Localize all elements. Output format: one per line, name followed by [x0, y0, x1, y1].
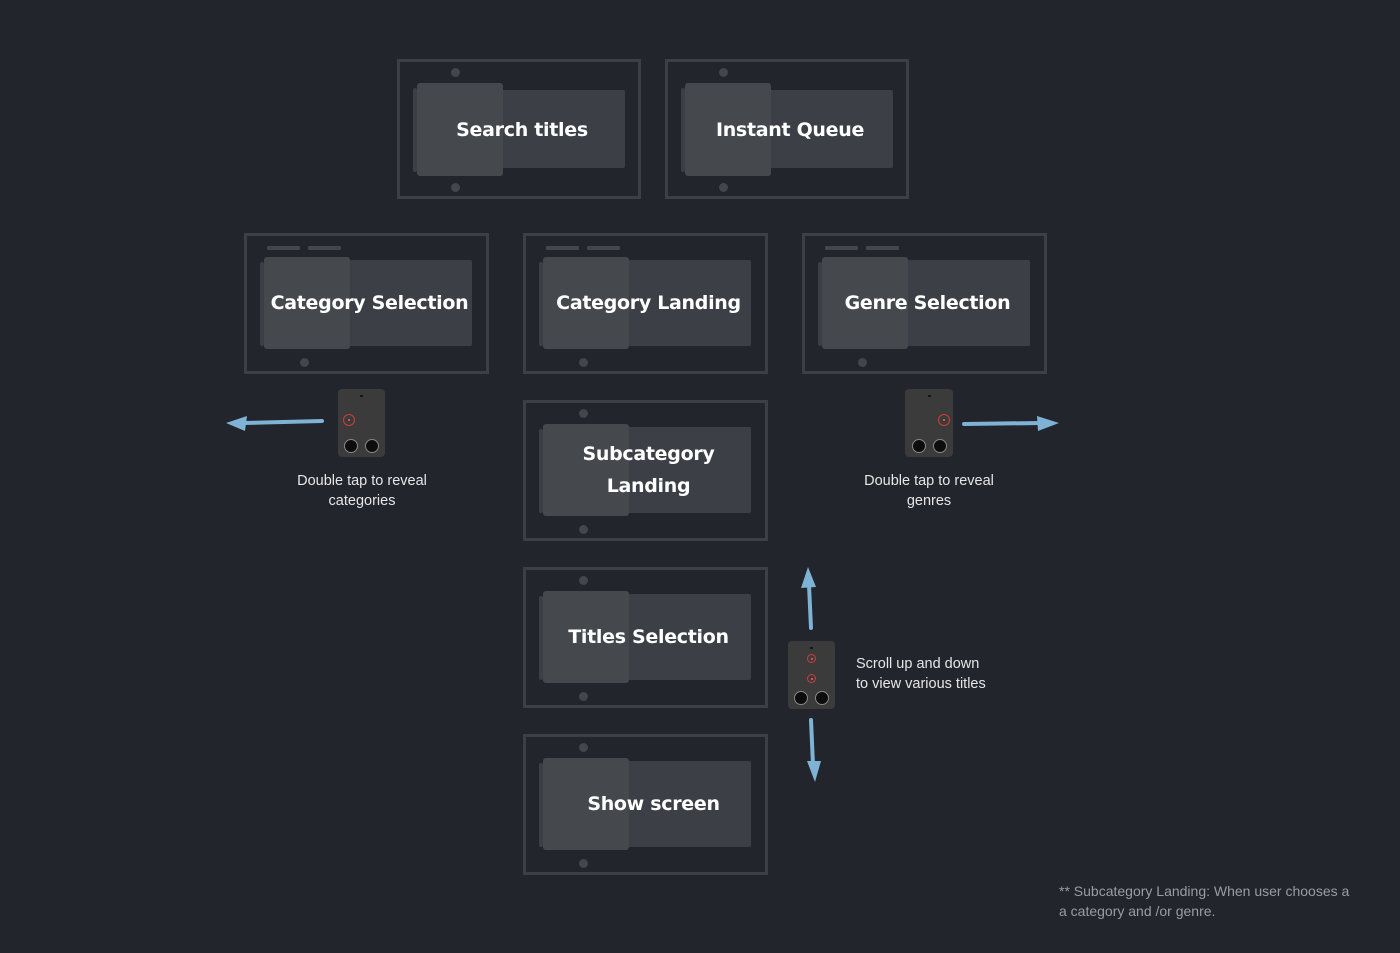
- screen-title: Genre Selection: [844, 292, 1011, 314]
- note-line: Scroll up and down: [856, 656, 980, 672]
- screen-title-line1: Subcategory: [582, 443, 715, 465]
- card-mid: [539, 429, 543, 513]
- screen-title: Category Selection: [270, 292, 469, 314]
- remote-left: [338, 389, 385, 457]
- card-mid: [539, 262, 543, 346]
- bottom-dot: [579, 358, 588, 367]
- note-scroll: Scroll up and down to view various title…: [856, 654, 1056, 694]
- top-dot: [579, 409, 588, 418]
- screen-title-line2: Landing: [606, 475, 691, 497]
- screen-genre-selection: Genre Selection: [802, 233, 1047, 374]
- note-line: genres: [906, 493, 952, 509]
- tv-button-icon: [815, 691, 829, 705]
- top-dot: [579, 576, 588, 585]
- screen-title: Search titles: [456, 118, 588, 141]
- note-line: Double tap to reveal: [297, 473, 427, 489]
- bottom-dot: [579, 525, 588, 534]
- top-dot: [579, 743, 588, 752]
- bottom-dot: [858, 358, 867, 367]
- card-back: [626, 594, 751, 680]
- top-dot: [451, 68, 460, 77]
- bottom-dot: [300, 358, 309, 367]
- screen-category-selection: Category Selection: [244, 233, 489, 374]
- tab-bar: [546, 246, 579, 250]
- screen-subcategory-landing: Subcategory Landing: [523, 400, 768, 541]
- note-genres: Double tap to reveal genres: [829, 471, 1029, 511]
- tab-bar: [308, 246, 341, 250]
- card-mid: [260, 262, 264, 346]
- card-back: [626, 260, 751, 346]
- card-back: [768, 90, 893, 168]
- note-line: categories: [328, 493, 396, 509]
- card-mid: [818, 262, 822, 346]
- card-front: [543, 424, 629, 516]
- screen-title: Category Landing: [556, 292, 741, 314]
- remote-speaker: [810, 647, 813, 649]
- screen-titles-selection: Titles Selection: [523, 567, 768, 708]
- screen-title: Show screen: [587, 793, 720, 815]
- card-back: [347, 260, 472, 346]
- card-front: [264, 257, 350, 349]
- tv-button-icon: [933, 439, 947, 453]
- card-front: [543, 257, 629, 349]
- menu-button-icon: [912, 439, 926, 453]
- screen-title: Instant Queue: [715, 118, 865, 141]
- card-back: [905, 260, 1030, 346]
- touch-ring-icon: [807, 654, 816, 663]
- card-front: [543, 758, 629, 850]
- touch-ring-icon: [343, 414, 355, 426]
- remote-right: [905, 389, 953, 457]
- menu-button-icon: [794, 691, 808, 705]
- up-arrow: [801, 567, 816, 630]
- footnote: ** Subcategory Landing: When user choose…: [1059, 881, 1389, 921]
- menu-button-icon: [344, 439, 358, 453]
- card-back: [500, 90, 625, 168]
- footnote-line: ** Subcategory Landing: When user choose…: [1059, 883, 1350, 899]
- tab-bar: [825, 246, 858, 250]
- card-front: [543, 591, 629, 683]
- bottom-dot: [451, 183, 460, 192]
- tab-bar: [267, 246, 300, 250]
- card-back: [626, 427, 751, 513]
- card-mid: [539, 596, 543, 680]
- screen-instant-queue: Instant Queue: [665, 59, 909, 199]
- remote-center: [788, 641, 835, 709]
- tv-button-icon: [365, 439, 379, 453]
- touch-ring-icon: [807, 674, 816, 683]
- bottom-dot: [579, 692, 588, 701]
- note-line: Double tap to reveal: [864, 473, 994, 489]
- bottom-dot: [579, 859, 588, 868]
- tab-bar: [587, 246, 620, 250]
- tab-bar: [866, 246, 899, 250]
- right-arrow: [962, 416, 1059, 431]
- remote-speaker: [360, 395, 363, 397]
- card-front: [685, 83, 771, 176]
- screen-title: Titles Selection: [568, 626, 729, 648]
- card-front: [417, 83, 503, 176]
- screen-show-screen: Show screen: [523, 734, 768, 875]
- down-arrow: [807, 718, 821, 782]
- top-dot: [719, 68, 728, 77]
- screen-title: Subcategory Landing: [526, 424, 771, 516]
- screen-search-titles: Search titles: [397, 59, 641, 199]
- left-arrow: [226, 416, 324, 431]
- note-categories: Double tap to reveal categories: [262, 471, 462, 511]
- screen-category-landing: Category Landing: [523, 233, 768, 374]
- touch-ring-icon: [938, 414, 950, 426]
- card-mid: [539, 763, 543, 847]
- note-line: to view various titles: [856, 676, 986, 692]
- card-mid: [681, 88, 685, 172]
- footnote-line: a category and /or genre.: [1059, 903, 1216, 919]
- card-mid: [413, 88, 417, 172]
- card-front: [822, 257, 908, 349]
- card-back: [626, 761, 751, 847]
- remote-speaker: [928, 395, 931, 397]
- bottom-dot: [719, 183, 728, 192]
